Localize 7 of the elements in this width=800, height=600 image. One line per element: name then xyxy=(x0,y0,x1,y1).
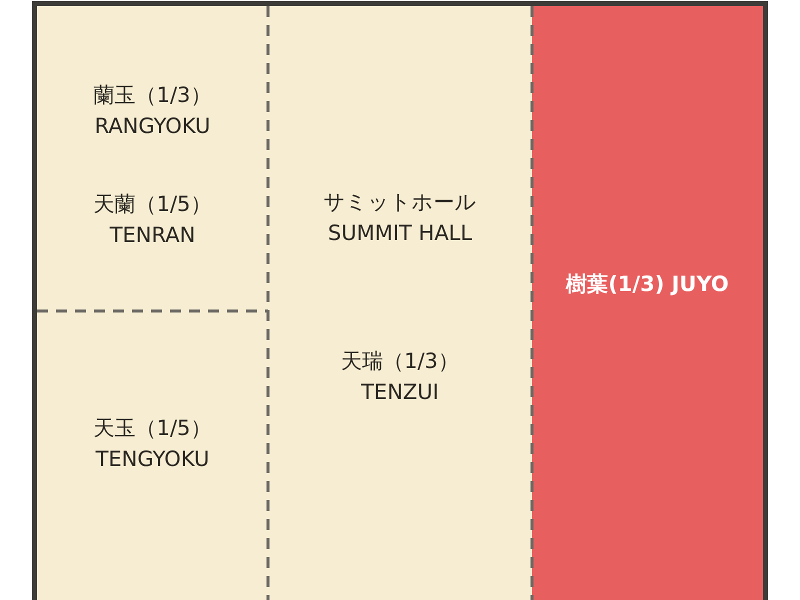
room-name: 天蘭（1/5） TENRAN xyxy=(92,191,212,249)
room-name: 樹葉(1/3) JUYO xyxy=(566,271,729,298)
room-name: サミットホール SUMMIT HALL xyxy=(322,189,478,247)
room-name: 蘭玉（1/3） RANGYOKU xyxy=(92,82,212,140)
room-area xyxy=(532,6,763,600)
room-name: 天瑞（1/3） TENZUI xyxy=(340,348,460,406)
room-name: 天玉（1/5） TENGYOKU xyxy=(92,415,212,473)
